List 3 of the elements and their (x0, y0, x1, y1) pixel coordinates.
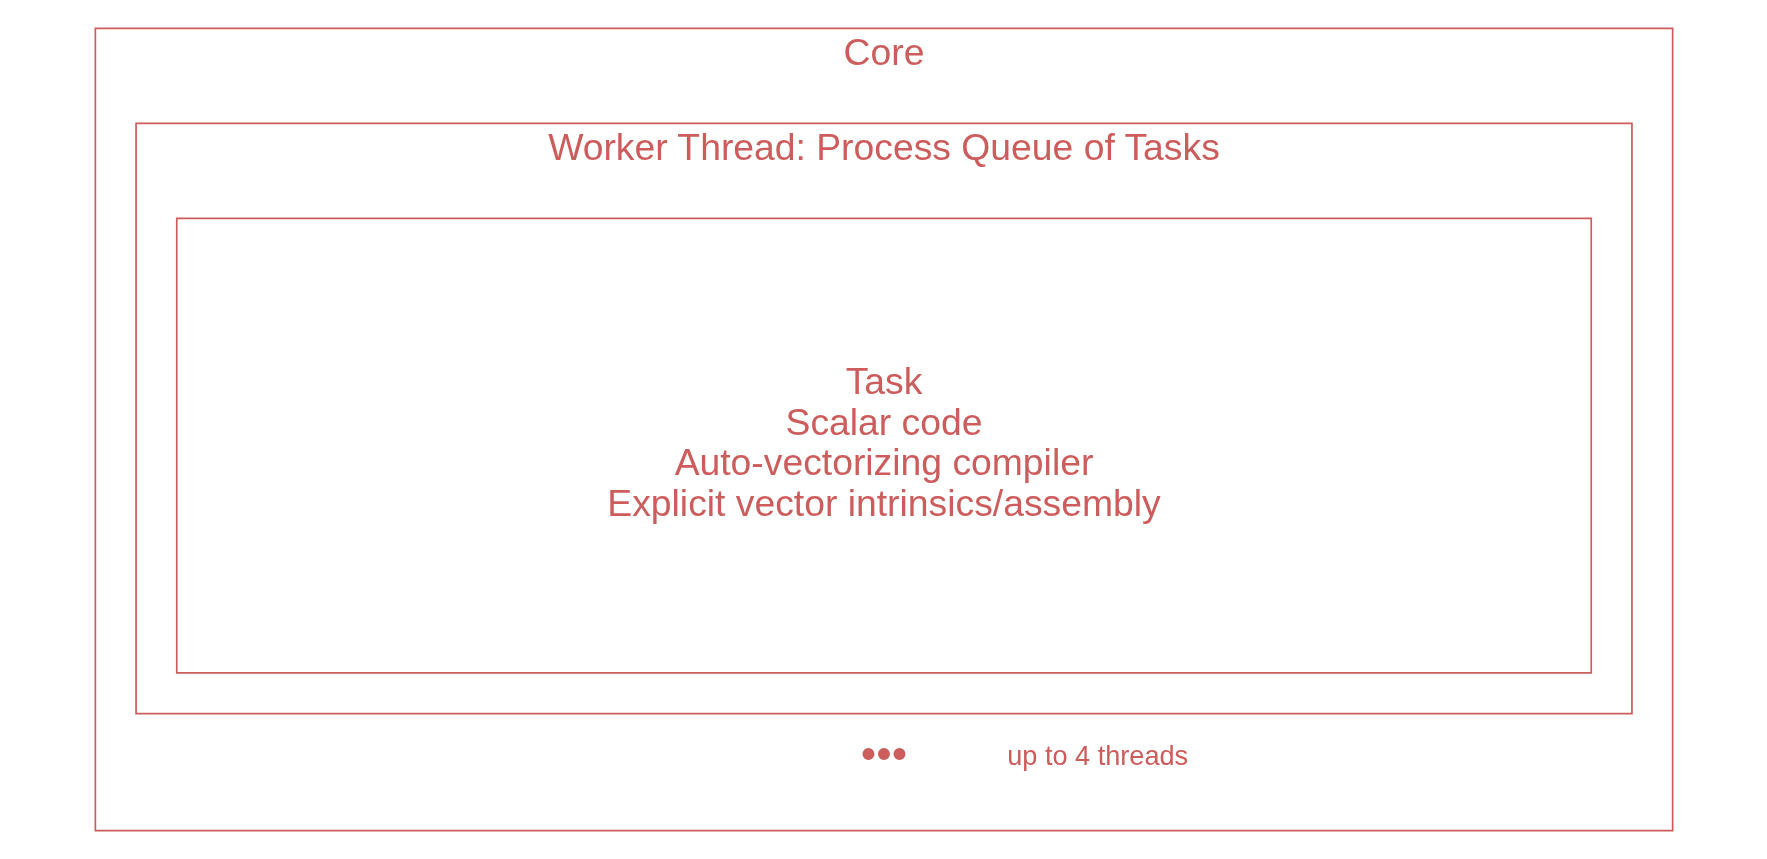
label: ••• (860, 729, 907, 779)
label: up to 4 threads (1006, 739, 1188, 771)
node-box: Task Scalar code Auto-vectorizing compiler Explicit vector intrinsics/assembly (175, 217, 1592, 674)
